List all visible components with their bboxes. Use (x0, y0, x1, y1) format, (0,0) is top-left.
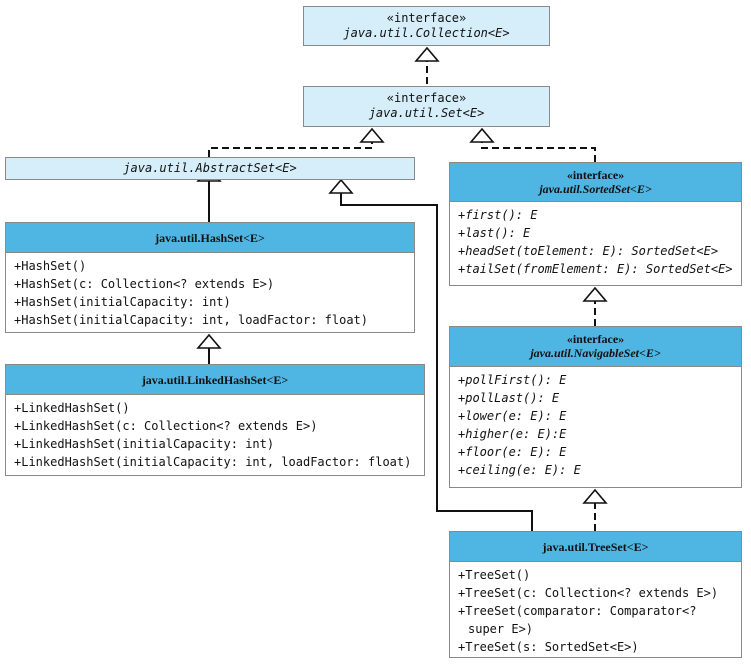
method-line: +LinkedHashSet(initialCapacity: int, loa… (14, 455, 412, 469)
method-line: +LinkedHashSet(initialCapacity: int) (14, 437, 275, 451)
set-name: java.util.Set<E> (368, 106, 485, 120)
sortedset-header: «interface» java.util.SortedSet<E> (450, 163, 741, 202)
method-line: +HashSet(c: Collection<? extends E>) (14, 277, 275, 291)
treeset-class-box: java.util.TreeSet<E> +TreeSet() +TreeSet… (449, 531, 742, 658)
treeset-extends-abstractset-line (340, 193, 533, 531)
method-line: super E>) (468, 622, 534, 636)
method-line: +pollFirst(): E (458, 373, 567, 387)
method-line: +headSet(toElement: E): SortedSet<E> (458, 244, 719, 258)
hashset-methods: +HashSet() +HashSet(c: Collection<? exte… (6, 253, 414, 329)
collection-arrowhead (414, 46, 440, 62)
method-line: +TreeSet(comparator: Comparator<? (458, 604, 697, 618)
method-line: +TreeSet(s: SortedSet<E>) (458, 640, 639, 654)
navigableset-name: java.util.NavigableSet<E> (530, 346, 661, 360)
method-line: +ceiling(e: E): E (458, 463, 581, 477)
method-line: +HashSet(initialCapacity: int) (14, 295, 231, 309)
navigableset-arrowhead (582, 488, 608, 504)
sortedset-methods: +first(): E +last(): E +headSet(toElemen… (450, 202, 741, 278)
method-line: +HashSet(initialCapacity: int, loadFacto… (14, 313, 369, 327)
method-line: +TreeSet() (458, 568, 531, 582)
hashset-class-box: java.util.HashSet<E> +HashSet() +HashSet… (5, 222, 415, 333)
treeset-name: java.util.TreeSet<E> (450, 532, 741, 562)
abstractset-class-box: java.util.AbstractSet<E> (5, 157, 415, 180)
linkedhashset-name: java.util.LinkedHashSet<E> (6, 365, 424, 395)
method-line: +pollLast(): E (458, 391, 560, 405)
linkedhashset-class-box: java.util.LinkedHashSet<E> +LinkedHashSe… (5, 364, 425, 476)
abstractset-right-arrowhead (328, 178, 354, 194)
navigableset-header: «interface» java.util.NavigableSet<E> (450, 327, 741, 367)
method-line: +LinkedHashSet() (14, 401, 130, 415)
set-interface-box: «interface» java.util.Set<E> (303, 86, 550, 127)
method-line: +last(): E (458, 226, 531, 240)
method-line: +higher(e: E):E (458, 427, 567, 441)
navigableset-methods: +pollFirst(): E +pollLast(): E +lower(e:… (450, 367, 741, 479)
collection-interface-box: «interface» java.util.Collection<E> (303, 6, 550, 46)
abstractset-realizes-set-line (208, 142, 373, 157)
method-line: +tailSet(fromElement: E): SortedSet<E> (458, 262, 733, 276)
navigableset-stereotype: «interface» (566, 332, 625, 346)
sortedset-extends-set-line (481, 142, 596, 162)
linkedhashset-methods: +LinkedHashSet() +LinkedHashSet(c: Colle… (6, 395, 424, 471)
method-line: +TreeSet(c: Collection<? extends E>) (458, 586, 719, 600)
collection-stereotype: «interface» (386, 11, 467, 25)
abstractset-name: java.util.AbstractSet<E> (123, 161, 297, 175)
sortedset-name: java.util.SortedSet<E> (539, 182, 652, 196)
collection-name: java.util.Collection<E> (343, 26, 510, 40)
treeset-methods: +TreeSet() +TreeSet(c: Collection<? exte… (450, 562, 741, 656)
method-line: +first(): E (458, 208, 538, 222)
method-line: +HashSet() (14, 259, 87, 273)
method-line: +lower(e: E): E (458, 409, 567, 423)
method-line: +floor(e: E): E (458, 445, 567, 459)
set-left-arrowhead (359, 127, 385, 143)
sortedset-interface-box: «interface» java.util.SortedSet<E> +firs… (449, 162, 742, 286)
navigableset-interface-box: «interface» java.util.NavigableSet<E> +p… (449, 326, 742, 488)
hashset-name: java.util.HashSet<E> (6, 223, 414, 253)
hashset-arrowhead (196, 333, 222, 349)
method-line: +LinkedHashSet(c: Collection<? extends E… (14, 419, 318, 433)
sortedset-stereotype: «interface» (566, 168, 625, 182)
set-right-arrowhead (469, 127, 495, 143)
set-stereotype: «interface» (386, 91, 467, 105)
sortedset-arrowhead (582, 286, 608, 302)
